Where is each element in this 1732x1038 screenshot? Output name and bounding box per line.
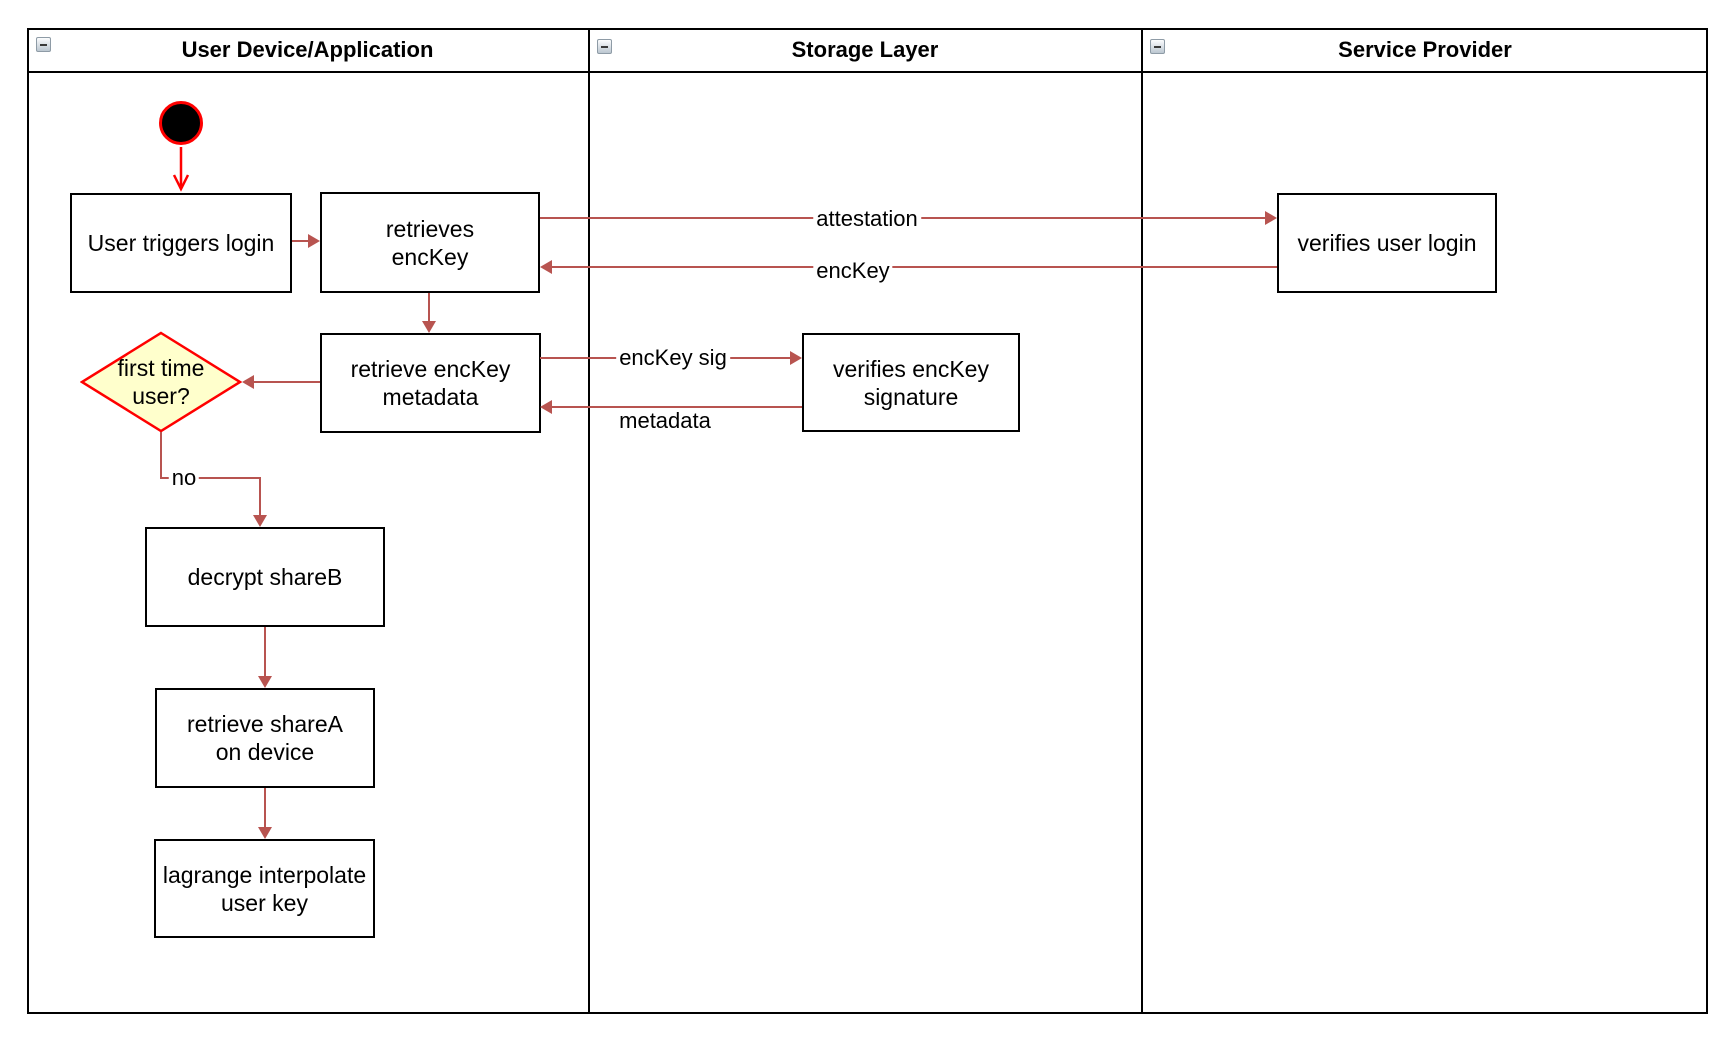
- decision-label: first time user?: [117, 355, 205, 409]
- arrowhead-right-icon: [308, 234, 320, 248]
- edge-retrieves-to-metadata: [428, 293, 430, 322]
- lane-header-separator: [27, 71, 1708, 73]
- node-verifies-user-login[interactable]: verifies user login: [1277, 193, 1497, 293]
- arrowhead-down-icon: [258, 676, 272, 688]
- lane-title-storage-layer[interactable]: Storage Layer: [791, 37, 939, 62]
- edge-retrieve-to-lagrange: [264, 788, 266, 828]
- lane-title-service-provider[interactable]: Service Provider: [1338, 37, 1512, 62]
- collapse-lane-service-provider-button[interactable]: [1150, 39, 1165, 54]
- edge-label-attestation[interactable]: attestation: [813, 206, 921, 232]
- edge-label-enckey-sig[interactable]: encKey sig: [616, 345, 730, 371]
- node-user-triggers-login[interactable]: User triggers login: [70, 193, 292, 293]
- edge-decrypt-to-retrieve: [264, 627, 266, 677]
- node-decrypt-shareb[interactable]: decrypt shareB: [145, 527, 385, 627]
- edge-login-to-retrieves: [292, 240, 310, 242]
- node-verifies-enckey-signature[interactable]: verifies encKey signature: [802, 333, 1020, 432]
- arrowhead-down-icon: [422, 321, 436, 333]
- arrowhead-right-icon: [790, 351, 802, 365]
- edge-label-metadata[interactable]: metadata: [616, 408, 714, 434]
- edge-no-segment-3: [259, 477, 261, 515]
- edge-no-segment-1: [160, 432, 162, 479]
- arrowhead-right-icon: [1265, 211, 1277, 225]
- edge-label-enckey[interactable]: encKey: [813, 258, 893, 284]
- arrowhead-down-icon: [258, 827, 272, 839]
- edge-metadata-line: [552, 406, 802, 408]
- node-retrieves-enckey[interactable]: retrieves encKey: [320, 192, 540, 293]
- lane-divider-2: [1141, 28, 1143, 1014]
- minus-icon: [40, 43, 47, 46]
- arrowhead-left-icon: [242, 375, 254, 389]
- diamond-shape: [80, 331, 242, 433]
- start-node[interactable]: [159, 101, 203, 145]
- edge-enckey-line: [551, 266, 1277, 268]
- minus-icon: [1154, 45, 1161, 48]
- node-lagrange-interpolate-user-key[interactable]: lagrange interpolate user key: [154, 839, 375, 938]
- edge-no-segment-2: [160, 477, 261, 479]
- arrowhead-down-icon: [253, 515, 267, 527]
- lane-title-user-device[interactable]: User Device/Application: [181, 37, 434, 62]
- arrowhead-left-icon: [540, 400, 552, 414]
- collapse-lane-storage-layer-button[interactable]: [597, 39, 612, 54]
- collapse-lane-user-device-button[interactable]: [36, 37, 51, 52]
- arrowhead-left-icon: [540, 260, 552, 274]
- lane-divider-1: [588, 28, 590, 1014]
- edge-metadata-to-decision: [254, 381, 320, 383]
- node-retrieve-sharea-on-device[interactable]: retrieve shareA on device: [155, 688, 375, 788]
- edge-label-no[interactable]: no: [168, 465, 200, 491]
- minus-icon: [601, 45, 608, 48]
- decision-first-time-user[interactable]: first time user?: [80, 331, 242, 433]
- start-arrow: [172, 147, 190, 192]
- node-retrieve-enckey-metadata[interactable]: retrieve encKey metadata: [320, 333, 541, 433]
